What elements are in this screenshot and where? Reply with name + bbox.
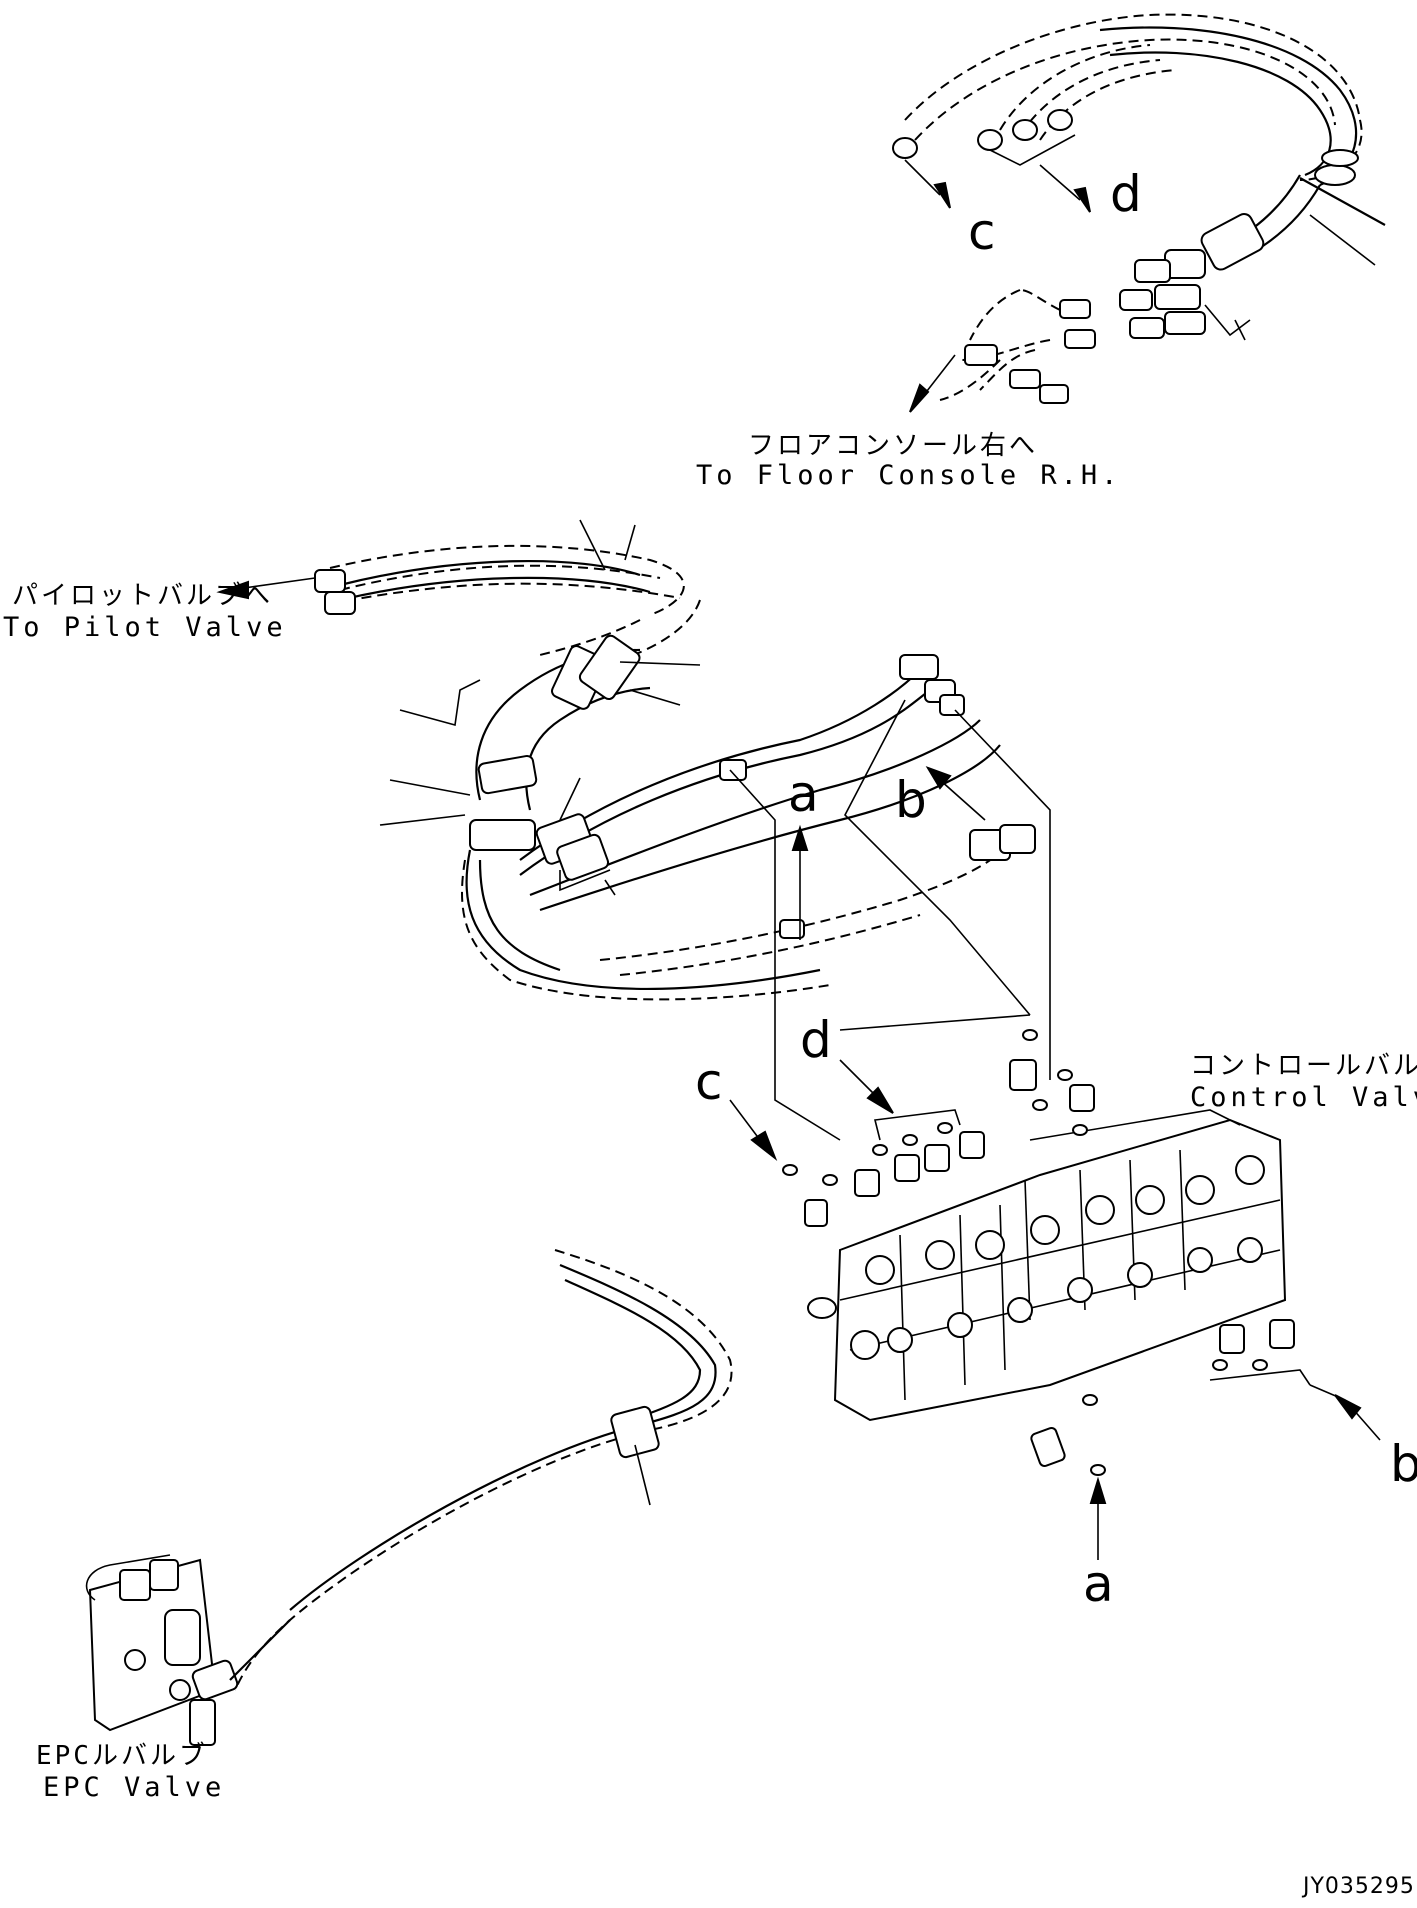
callout-b-right: b bbox=[1390, 1435, 1417, 1493]
callout-b-mid: b bbox=[895, 771, 927, 829]
pilot-valve-label-en: To Pilot Valve bbox=[3, 612, 287, 643]
control-valve-label-en: Control Valve bbox=[1190, 1082, 1417, 1113]
floor-console-label-jp: フロアコンソール右へ bbox=[748, 431, 1039, 461]
control-valve-label-jp: コントロールバルブ bbox=[1190, 1051, 1417, 1081]
callout-c-mid: c bbox=[695, 1053, 723, 1111]
epc-valve-label-en: EPC Valve bbox=[43, 1772, 226, 1803]
callout-a-mid: a bbox=[788, 765, 819, 823]
callout-a-bottom: a bbox=[1083, 1555, 1114, 1613]
floor-console-label-en: To Floor Console R.H. bbox=[696, 460, 1122, 491]
epc-valve-assembly bbox=[85, 1249, 733, 1746]
callout-d-top: d bbox=[1110, 165, 1142, 223]
upper-hose-bundle bbox=[892, 13, 1386, 413]
callout-c-top: c bbox=[968, 203, 996, 261]
control-valve bbox=[729, 1029, 1381, 1560]
pilot-valve-label-jp: パイロットバルブへ bbox=[12, 581, 274, 611]
drawing-code: JY035295 bbox=[1303, 1874, 1415, 1899]
middle-hose-assembly bbox=[216, 519, 1051, 1141]
callout-d-mid: d bbox=[800, 1011, 832, 1069]
epc-valve-label-jp: EPCルバルブ bbox=[36, 1741, 208, 1771]
